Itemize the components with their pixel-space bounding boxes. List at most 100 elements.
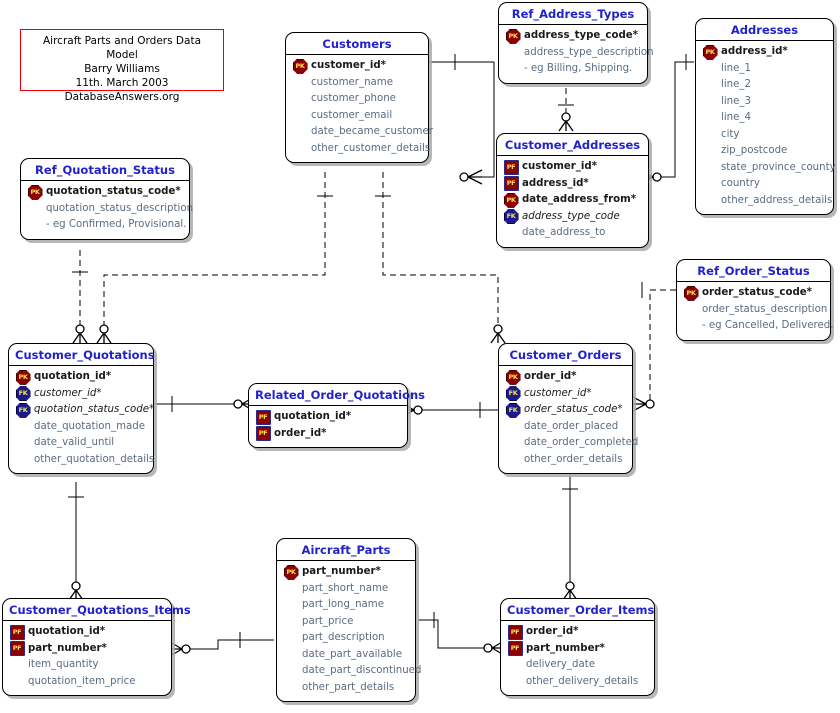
pf-badge-slot: PF [7,641,27,657]
fk-badge-slot: FK [13,386,33,402]
attribute-row: customer_email [290,108,424,125]
fk-key-icon: FK [15,386,31,402]
attribute-row: customer_phone [290,91,424,108]
attribute-row: other_part_details [281,680,411,697]
pf-key-icon: PF [9,641,25,657]
pf-badge-slot: PF [7,624,27,640]
diagram-title-box: Aircraft Parts and Orders Data Model Bar… [20,29,224,103]
attribute-name: - eg Billing, Shipping. [524,63,633,74]
attribute-name: customer_id* [34,387,102,399]
pf-badge-slot: PF [505,641,525,657]
pk-key-icon: PK [702,44,718,60]
attribute-name: line_1 [721,62,751,74]
attribute-name: address_type_code [522,210,620,222]
attribute-row: date_order_placed [503,419,628,436]
attribute-name: other_delivery_details [526,675,639,687]
attribute-row: other_customer_details [290,141,430,158]
attribute-name: date_part_available [302,648,403,660]
attribute-row: state_province_county [700,160,836,177]
attribute-name: quotation_status_code* [46,186,181,197]
attribute-row: country [700,176,829,193]
attribute-name: address_id* [721,46,788,57]
attribute-name: date_part_discontinued [302,665,422,676]
attribute-name: date_order_placed [524,420,619,432]
attribute-name: order_status_code* [702,287,812,298]
attribute-name: order_status_description [702,303,828,315]
attribute-row: date_address_to [501,225,644,242]
title-line-4: DatabaseAnswers.org [64,91,180,103]
attribute-name: order_id* [526,626,579,637]
attribute-name: date_quotation_made [34,420,145,432]
attribute-name: line_2 [721,79,751,90]
attribute-name: quotation_item_price [28,675,136,687]
pk-key-icon: PK [505,369,521,385]
attribute-row: part_short_name [281,581,411,598]
attribute-row: city [700,127,829,144]
attribute-name: - eg Cancelled, Delivered. [702,320,834,331]
attribute-row: date_quotation_made [13,419,149,436]
pk-key-icon: PK [292,58,308,74]
attribute-row: date_part_available [281,647,411,664]
attribute-name: zip_postcode [721,145,788,156]
pk-badge-slot: PK [13,369,33,385]
pk-key-icon: PK [683,285,699,301]
pf-badge-slot: PF [501,176,521,192]
title-line-3: 11th. March 2003 [75,77,169,89]
entity-title-ref_order_status: Ref_Order_Status [677,260,830,282]
attribute-name: customer_id* [311,60,386,71]
entity-title-customer_addresses: Customer_Addresses [497,134,648,156]
attribute-name: other_order_details [524,453,623,465]
attribute-name: quotation_id* [28,626,106,637]
attribute-name: customer_id* [522,161,597,172]
attribute-name: order_id* [524,371,577,382]
attribute-name: city [721,128,740,140]
attribute-row: address_type_description [503,45,654,62]
pk-badge-slot: PK [25,184,45,200]
attribute-row: - eg Cancelled, Delivered. [681,318,833,335]
attribute-row: part_long_name [281,597,411,614]
pk-badge-slot: PK [290,58,310,74]
entity-title-customers: Customers [286,33,428,55]
attribute-row: part_description [281,630,411,647]
entity-title-customer_order_items: Customer_Order_Items [501,599,654,621]
attribute-name: date_order_completed [524,437,639,448]
pf-badge-slot: PF [253,409,273,425]
pf-key-icon: PF [507,641,523,657]
entity-title-ref_quotation_status: Ref_Quotation_Status [21,159,189,181]
pk-badge-slot: PK [501,192,521,208]
attribute-row: quotation_item_price [7,674,167,691]
pf-key-icon: PF [503,176,519,192]
attribute-name: order_status_code* [524,404,623,415]
fk-key-icon: FK [503,209,519,225]
attribute-name: part_long_name [302,599,384,610]
attribute-name: other_address_details [721,194,833,206]
entity-title-customer_orders: Customer_Orders [499,344,632,366]
entity-title-customer_quotations_items: Customer_Quotations_Items [3,599,191,621]
attribute-name: - eg Confirmed, Provisional. [46,219,187,230]
